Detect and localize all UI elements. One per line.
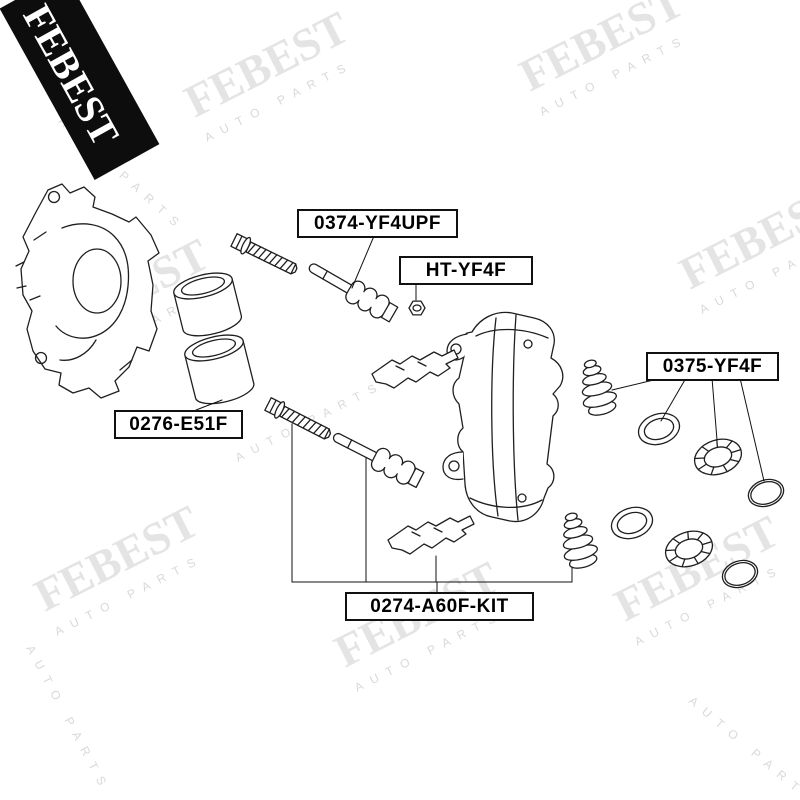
seal-ring-drawing — [633, 407, 685, 451]
part-number-label-0274-a60f-kit: 0274-A60F-KIT — [345, 592, 534, 621]
watermark-tagline-text: AUTO PARTS — [686, 694, 800, 800]
upper-guide-pin-drawing — [303, 255, 401, 326]
part-number-label-0374-yf4upf: 0374-YF4UPF — [297, 209, 458, 238]
caliper-bracket-drawing — [442, 311, 564, 523]
upper-boot-drawing — [572, 355, 621, 420]
part-number-label-0276-e51f: 0276-E51F — [114, 410, 243, 439]
upper-slide-bolt-drawing — [229, 231, 301, 279]
lower-pad-clip-drawing — [387, 515, 475, 555]
piston-seal-drawing — [689, 432, 747, 482]
febest-logo: FEBEST — [0, 0, 160, 181]
piston-lower-drawing — [184, 334, 255, 405]
watermark-tagline-text: AUTO PARTS — [23, 643, 113, 796]
lower-guide-pin-drawing — [327, 424, 427, 492]
lower-boot-drawing — [553, 508, 602, 573]
brake-caliper-drawing — [15, 183, 160, 399]
watermark-brand-text: FEBEST — [671, 173, 800, 299]
part-number-label-ht-yf4f: HT-YF4F — [399, 256, 533, 285]
logo-banner — [0, 0, 160, 181]
part-number-label-0375-yf4f: 0375-YF4F — [646, 352, 779, 381]
leader-lines — [195, 235, 765, 593]
piston-upper-drawing — [173, 272, 243, 337]
snap-ring-drawing — [744, 474, 788, 512]
upper-pad-clip-drawing — [371, 349, 459, 389]
seal-ring-drawing — [606, 501, 658, 545]
lock-nut-drawing — [408, 300, 426, 316]
